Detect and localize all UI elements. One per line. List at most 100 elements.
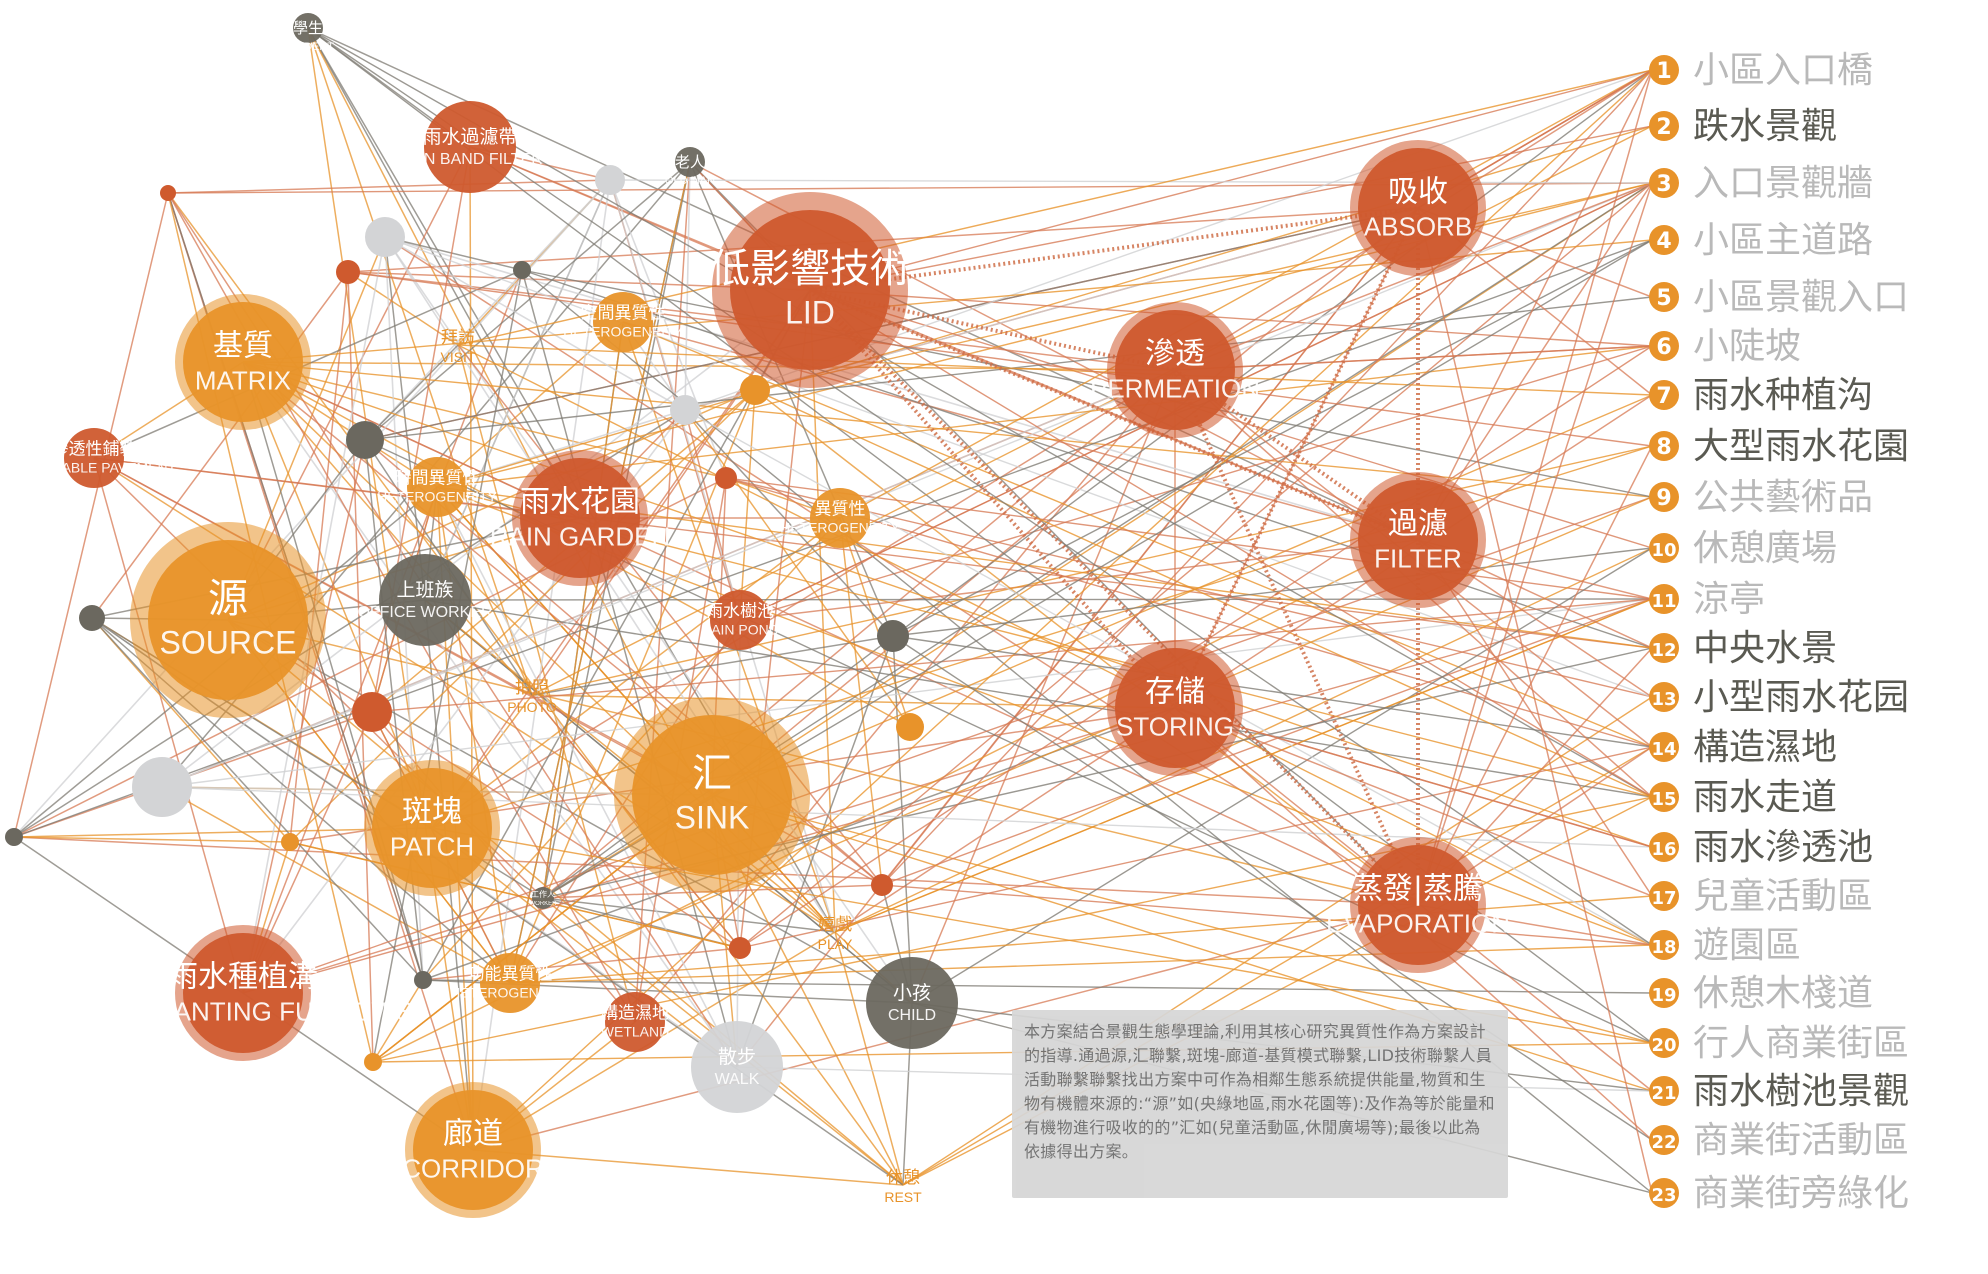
item-number: 10 xyxy=(1651,540,1676,561)
item-number-badge xyxy=(1649,1125,1679,1155)
item-link-line-10 xyxy=(739,345,1653,621)
node-sublabel: RAIN POND xyxy=(701,622,779,638)
item-link-line-51 xyxy=(725,477,1653,600)
node-label: 上班族 xyxy=(396,579,453,601)
process-item-line-2-3 xyxy=(1417,69,1653,541)
item-label: 小區景觀入口 xyxy=(1693,277,1909,318)
item-label: 小型雨水花园 xyxy=(1693,677,1909,718)
item-link-line-1 xyxy=(711,794,1653,1044)
item-link-line-86 xyxy=(431,827,1653,1044)
process-item-line-2-5 xyxy=(1417,539,1653,897)
node-sublabel: MATRIX xyxy=(195,365,291,395)
node-label: 斑塊 xyxy=(402,795,462,830)
item-number: 20 xyxy=(1651,1035,1676,1056)
node-circle xyxy=(1358,148,1478,268)
connection-line-86 xyxy=(242,269,523,994)
node-label: 散步 xyxy=(718,1046,756,1068)
node-circle xyxy=(407,457,467,517)
junction-dot-4 xyxy=(513,261,531,279)
node-sublabel: WALK xyxy=(715,1071,760,1088)
connection-line-205 xyxy=(91,617,291,843)
connection-line-84 xyxy=(93,457,244,994)
process-item-line-0-4 xyxy=(1417,207,1653,1194)
node-circle xyxy=(293,13,323,43)
junction-dot-0 xyxy=(160,185,176,201)
connection-line-157 xyxy=(384,236,523,271)
item-link-line-15 xyxy=(424,598,1653,601)
item-label: 中央水景 xyxy=(1693,628,1837,669)
item-link-line-6 xyxy=(881,884,1653,946)
item-link-line-67 xyxy=(892,547,1653,637)
process-item-line-3-4 xyxy=(1174,707,1653,848)
item-link-line-35 xyxy=(739,746,1653,949)
node-sublabel: RAIN BAND FILTER xyxy=(397,151,543,168)
node-label: 嬉戲 xyxy=(818,915,852,935)
item-number-badge xyxy=(1649,111,1679,141)
junction-dot-19 xyxy=(364,1053,382,1071)
node-label: 異質性 xyxy=(815,500,866,520)
connection-line-39 xyxy=(227,619,1419,906)
node-circle xyxy=(183,302,303,422)
node-label: 功能異質性 xyxy=(468,965,553,985)
node-label: 小孩 xyxy=(893,982,931,1004)
item-number: 9 xyxy=(1656,486,1671,511)
node-label: 滲透 xyxy=(1145,337,1205,372)
node-label: 蒸發|蒸騰 xyxy=(1353,872,1483,907)
connection-line-154 xyxy=(424,179,611,601)
node-sublabel: LID xyxy=(785,295,835,331)
connection-line-194 xyxy=(684,409,911,728)
item-number: 7 xyxy=(1656,384,1671,409)
connection-line-204 xyxy=(289,841,741,949)
item-link-line-55 xyxy=(161,182,1653,788)
node-sublabel: SOURCE xyxy=(160,625,297,661)
connection-line-32 xyxy=(242,361,727,479)
item-link-line-57 xyxy=(457,344,1653,946)
node-sublabel: REST xyxy=(884,1189,922,1205)
connection-line-101 xyxy=(436,486,738,1068)
item-number: 12 xyxy=(1651,640,1676,661)
connection-line-2 xyxy=(307,27,581,519)
node-label: 雨水過濾帶 xyxy=(422,126,517,148)
item-number-badge xyxy=(1649,1028,1679,1058)
connection-line-99 xyxy=(834,931,904,1186)
item-number-badge xyxy=(1649,682,1679,712)
connection-line-119 xyxy=(911,369,1176,1004)
node-circle xyxy=(520,458,640,578)
connection-line-170 xyxy=(739,389,756,621)
junction-dot-6 xyxy=(670,395,700,425)
node-sublabel: OFFICE WORKER xyxy=(357,604,492,621)
node-label: 空間異質性 xyxy=(581,304,666,324)
node-label: 構造濕地 xyxy=(601,1004,669,1024)
node-sublabel: PHOTO xyxy=(507,699,557,715)
node-label: 雨水種植溝 xyxy=(168,960,318,995)
dotted-link-0 xyxy=(809,206,1419,292)
junction-dot-12 xyxy=(896,713,924,741)
item-link-line-30 xyxy=(725,477,1653,748)
node-circle xyxy=(183,933,303,1053)
connection-line-74 xyxy=(531,694,1176,709)
connection-line-156 xyxy=(372,269,523,1063)
node-label: 基質 xyxy=(213,329,273,364)
connection-line-153 xyxy=(364,179,611,441)
connection-line-59 xyxy=(839,517,911,728)
node-sublabel: FILTER xyxy=(1374,543,1462,573)
process-item-line-1-4 xyxy=(1174,182,1653,371)
junction-dot-13 xyxy=(132,757,192,817)
process-item-line-2-1 xyxy=(1417,182,1653,541)
node-label: 源 xyxy=(208,576,248,622)
connection-line-183 xyxy=(531,635,894,696)
process-item-line-4-0 xyxy=(1417,69,1653,906)
item-link-line-76 xyxy=(892,635,1653,748)
